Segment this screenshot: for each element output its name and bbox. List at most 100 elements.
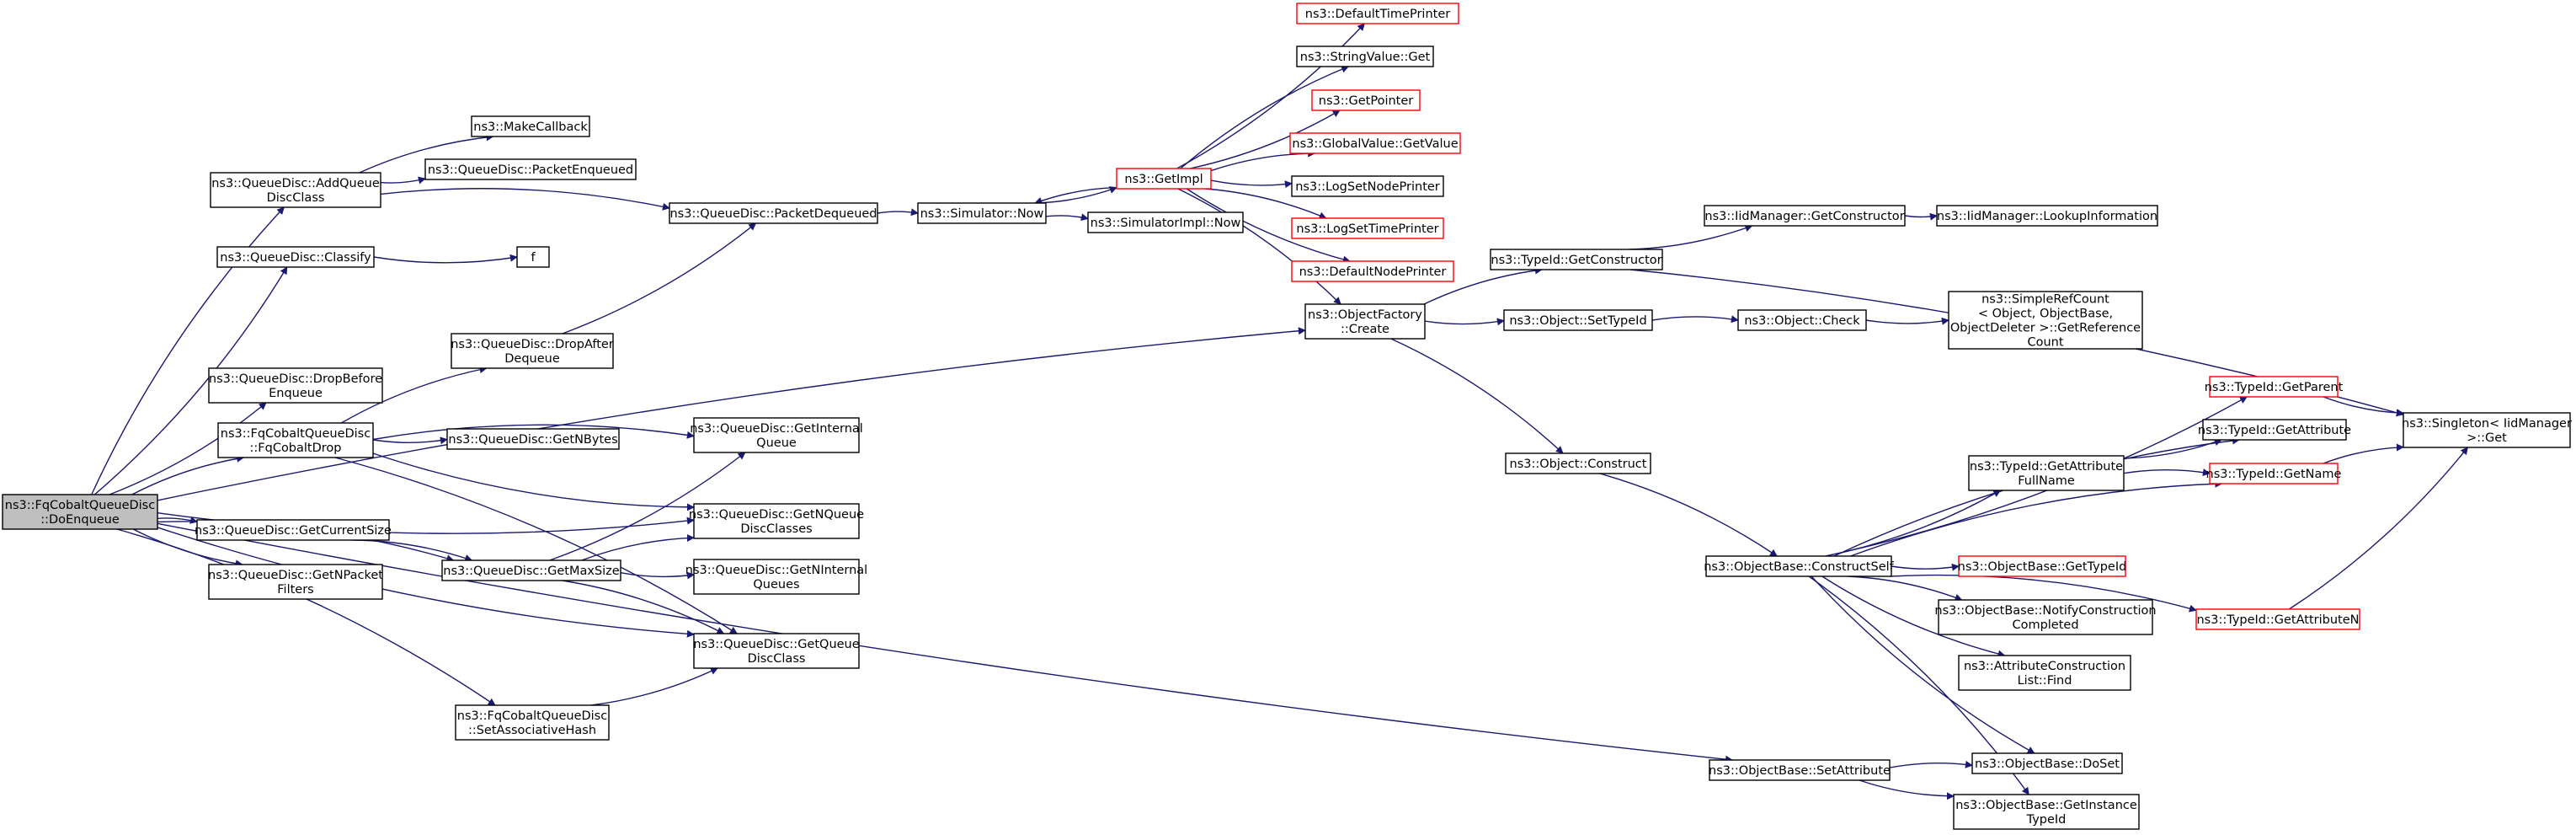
node-typeIdGetParent[interactable]: ns3::TypeId::GetParent <box>2205 376 2344 398</box>
node-label: ns3::QueueDisc::PacketEnqueued <box>428 163 633 177</box>
node-label: ns3::QueueDisc::GetCurrentSize <box>195 524 392 538</box>
node-box <box>424 158 637 180</box>
node-box <box>917 202 1047 224</box>
node-objectBaseGetTypeId[interactable]: ns3::ObjectBase::GetTypeId <box>1958 555 2127 577</box>
node-box <box>1289 132 1461 154</box>
node-objectBaseSetAttribute[interactable]: ns3::ObjectBase::SetAttribute <box>1709 759 1891 781</box>
edge-getImpl-to-logSetTimePrinter <box>1205 188 1327 220</box>
node-fqCobaltDrop[interactable]: ns3::FqCobaltQueueDisc::FqCobaltDrop <box>217 422 374 458</box>
node-label: Dequeue <box>504 352 560 366</box>
node-packetEnqueued[interactable]: ns3::QueueDisc::PacketEnqueued <box>424 158 637 180</box>
node-box <box>1709 759 1891 781</box>
node-objectBaseNotifyConstructionCompleted[interactable]: ns3::ObjectBase::NotifyConstructionCompl… <box>1934 599 2157 635</box>
node-singletonGet[interactable]: ns3::Singleton< IidManager>::Get <box>2402 412 2572 448</box>
node-label: DiscClass <box>267 191 325 205</box>
node-box <box>1938 599 2153 635</box>
edge-getMaxSize-to-getQueueDiscClass <box>562 580 725 634</box>
node-f[interactable]: f <box>516 246 550 268</box>
node-box <box>1291 217 1444 239</box>
node-label: DiscClass <box>748 652 806 666</box>
node-label: ns3::GetImpl <box>1124 173 1203 186</box>
node-box <box>2195 608 2360 630</box>
edge-typeIdGetAttributeN-to-singletonGet <box>2288 447 2468 610</box>
node-makeCallback[interactable]: ns3::MakeCallback <box>471 115 590 137</box>
node-getCurrentSize[interactable]: ns3::QueueDisc::GetCurrentSize <box>195 519 392 541</box>
node-box <box>196 519 390 541</box>
node-defaultTimePrinter[interactable]: ns3::DefaultTimePrinter <box>1296 3 1459 24</box>
edge-root-to-objectBaseSetAttribute <box>157 522 1733 763</box>
node-box <box>1958 555 2126 577</box>
node-iidManagerGetConstructor[interactable]: ns3::IidManager::GetConstructor <box>1704 205 1906 227</box>
node-logSetNodePrinter[interactable]: ns3::LogSetNodePrinter <box>1291 175 1444 197</box>
nodes-layer: ns3::FqCobaltQueueDisc::DoEnqueuens3::Qu… <box>2 3 2572 830</box>
node-label: ns3::Simulator::Now <box>920 207 1044 221</box>
node-getImpl[interactable]: ns3::GetImpl <box>1116 168 1212 190</box>
node-box <box>217 422 374 458</box>
edge-root-to-getQueueDiscClass <box>157 527 695 638</box>
node-setAssociativeHash[interactable]: ns3::FqCobaltQueueDisc::SetAssociativeHa… <box>455 704 610 741</box>
node-box <box>1291 260 1454 282</box>
edge-getImpl-to-getPointer <box>1189 110 1341 169</box>
node-box <box>1953 794 2140 830</box>
edge-objectBaseConstructSelf-to-objectBaseGetTypeId <box>1891 563 1960 571</box>
node-typeIdGetAttributeN[interactable]: ns3::TypeId::GetAttributeN <box>2195 608 2360 630</box>
node-globalValueGetValue[interactable]: ns3::GlobalValue::GetValue <box>1289 132 1461 154</box>
node-label: ns3::QueueDisc::GetQueue <box>693 638 859 651</box>
node-logSetTimePrinter[interactable]: ns3::LogSetTimePrinter <box>1291 217 1444 239</box>
edge-objectBaseSetAttribute-to-objectBaseDoSet <box>1889 760 1973 768</box>
node-stringValueGet[interactable]: ns3::StringValue::Get <box>1296 45 1434 67</box>
node-defaultNodePrinter[interactable]: ns3::DefaultNodePrinter <box>1291 260 1454 282</box>
node-classify[interactable]: ns3::QueueDisc::Classify <box>216 246 375 268</box>
node-box <box>1296 45 1434 67</box>
node-label: ns3::SimulatorImpl::Now <box>1091 217 1241 230</box>
node-objectBaseDoSet[interactable]: ns3::ObjectBase::DoSet <box>1971 752 2123 774</box>
node-label: ns3::FqCobaltQueueDisc <box>457 709 607 723</box>
edge-root-to-setAssociativeHash <box>116 528 496 706</box>
edge-packetDequeued-to-simulatorNow <box>877 208 919 217</box>
node-iidManagerLookupInformation[interactable]: ns3::IidManager::LookupInformation <box>1936 205 2158 227</box>
node-label: ns3::QueueDisc::GetInternal <box>690 422 863 436</box>
node-objectBaseConstructSelf[interactable]: ns3::ObjectBase::ConstructSelf <box>1704 555 1895 577</box>
node-box <box>1705 555 1892 577</box>
node-objectFactoryCreate[interactable]: ns3::ObjectFactory::Create <box>1304 303 1426 340</box>
node-simulatorImplNow[interactable]: ns3::SimulatorImpl::Now <box>1087 211 1244 233</box>
node-typeIdGetName[interactable]: ns3::TypeId::GetName <box>2206 463 2342 484</box>
node-getMaxSize[interactable]: ns3::QueueDisc::GetMaxSize <box>441 559 621 581</box>
node-typeIdGetAttribute[interactable]: ns3::TypeId::GetAttribute <box>2198 419 2351 441</box>
edge-iidManagerGetConstructor-to-iidManagerLookupInformation <box>1904 212 1938 221</box>
node-label: ns3::AttributeConstruction <box>1964 660 2125 673</box>
edge-getImpl-to-defaultTimePrinter <box>1176 23 1366 169</box>
node-simpleRefCount[interactable]: ns3::SimpleRefCount< Object, ObjectBase,… <box>1948 291 2143 350</box>
node-box <box>1936 205 2158 227</box>
node-objectSetTypeId[interactable]: ns3::Object::SetTypeId <box>1503 309 1653 331</box>
node-label: ns3::TypeId::GetParent <box>2205 381 2344 394</box>
node-simulatorNow[interactable]: ns3::Simulator::Now <box>917 202 1047 224</box>
node-objectConstruct[interactable]: ns3::Object::Construct <box>1505 452 1651 474</box>
edge-typeIdGetAttributeFullName-to-typeIdGetAttribute <box>2123 438 2222 459</box>
node-objectCheck[interactable]: ns3::Object::Check <box>1737 309 1867 331</box>
edge-classify-to-f <box>373 254 518 264</box>
node-box <box>1704 205 1906 227</box>
node-label: ns3::TypeId::GetAttribute <box>2198 424 2351 437</box>
node-typeIdGetConstructor[interactable]: ns3::TypeId::GetConstructor <box>1490 249 1663 270</box>
node-getNBytes[interactable]: ns3::QueueDisc::GetNBytes <box>446 428 620 450</box>
edge-objectBaseConstructSelf-to-attributeConstructionListFind <box>1821 575 2006 658</box>
node-getPointer[interactable]: ns3::GetPointer <box>1311 89 1421 111</box>
node-packetDequeued[interactable]: ns3::QueueDisc::PacketDequeued <box>669 202 878 224</box>
node-label: ns3::GetPointer <box>1319 94 1414 108</box>
node-root[interactable]: ns3::FqCobaltQueueDisc::DoEnqueue <box>2 494 158 530</box>
edge-objectCheck-to-simpleRefCount <box>1865 317 1949 325</box>
node-label: ns3::DefaultTimePrinter <box>1305 8 1450 21</box>
edge-typeIdGetParent-to-singletonGet <box>2323 396 2404 417</box>
